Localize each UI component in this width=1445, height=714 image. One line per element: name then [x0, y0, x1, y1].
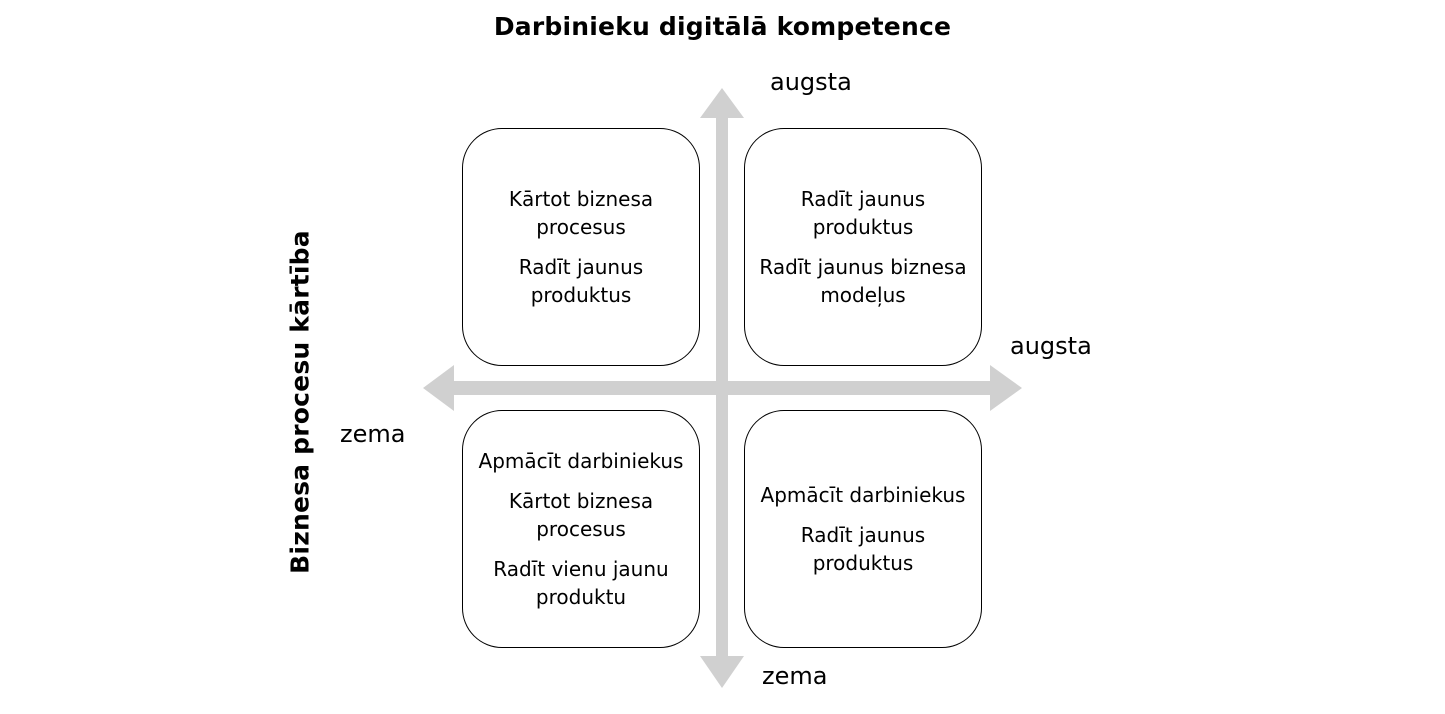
- quadrant-item: Radīt jaunus produktus: [800, 187, 926, 239]
- quadrant-top-right: Radīt jaunus produktus Radīt jaunus bizn…: [744, 128, 982, 366]
- quadrant-item: Kārtot biznesa procesus: [508, 187, 654, 239]
- quadrant-item: Radīt jaunus biznesa modeļus: [759, 255, 967, 307]
- quadrant-top-left: Kārtot biznesa procesus Radīt jaunus pro…: [462, 128, 700, 366]
- vertical-axis-high-label: augsta: [770, 68, 852, 96]
- quadrant-bottom-left: Apmācīt darbiniekus Kārtot biznesa proce…: [462, 410, 700, 648]
- horizontal-axis-arrow: [423, 365, 1022, 411]
- horizontal-axis-high-label: augsta: [1010, 332, 1092, 360]
- quadrant-item: Radīt jaunus produktus: [518, 255, 644, 307]
- top-axis-title: Darbinieku digitālā kompetence: [493, 12, 952, 41]
- quadrant-bottom-right: Apmācīt darbiniekus Radīt jaunus produkt…: [744, 410, 982, 648]
- quadrant-item: Radīt vienu jaunu produktu: [493, 557, 669, 609]
- quadrant-item: Kārtot biznesa procesus: [508, 489, 654, 541]
- quadrant-item: Apmācīt darbiniekus: [478, 449, 684, 473]
- quadrant-item: Apmācīt darbiniekus: [760, 483, 966, 507]
- horizontal-axis-low-label: zema: [340, 420, 406, 448]
- vertical-axis-low-label: zema: [762, 662, 828, 690]
- quadrant-item: Radīt jaunus produktus: [800, 523, 926, 575]
